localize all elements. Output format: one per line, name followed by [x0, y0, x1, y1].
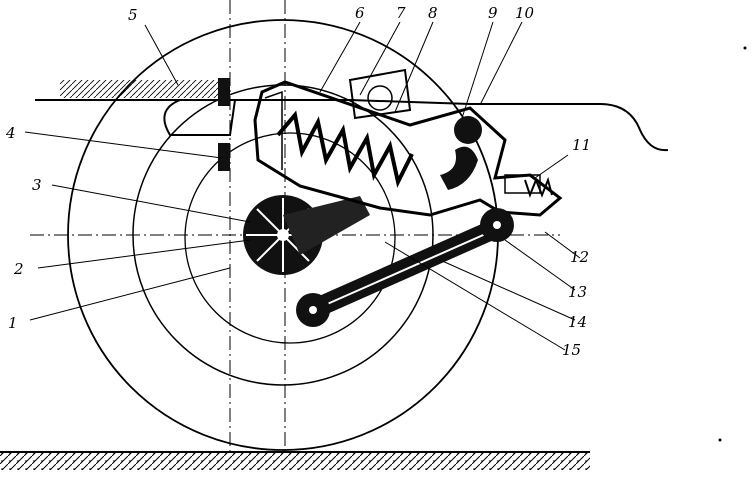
label-6: 6 — [355, 4, 365, 22]
label-10: 10 — [515, 4, 535, 22]
trailing-arm — [283, 196, 370, 255]
strut — [296, 208, 514, 327]
body-floor-line — [35, 80, 669, 152]
leader-lines — [24, 21, 581, 351]
label-5: 5 — [128, 6, 138, 24]
rubber-buffer — [163, 78, 237, 171]
label-9: 9 — [488, 4, 498, 22]
label-14: 14 — [568, 313, 587, 331]
dot-mark — [718, 438, 722, 442]
bump-stop-bracket — [348, 68, 412, 120]
label-1: 1 — [8, 314, 18, 332]
coil-spring — [276, 110, 414, 188]
label-13: 13 — [568, 283, 587, 301]
dot-mark — [743, 46, 747, 50]
cam-lever — [440, 116, 482, 190]
label-15: 15 — [562, 341, 581, 359]
label-4: 4 — [5, 124, 16, 142]
label-8: 8 — [428, 4, 438, 22]
label-7: 7 — [396, 4, 406, 22]
label-3: 3 — [32, 176, 42, 194]
part-labels: 5 4 3 2 1 6 7 8 9 10 11 12 13 14 15 — [5, 4, 591, 359]
ground-surface — [0, 451, 590, 470]
label-2: 2 — [13, 260, 24, 278]
label-11: 11 — [572, 136, 591, 154]
spring-housing — [253, 80, 563, 217]
label-12: 12 — [570, 248, 589, 266]
small-spring — [504, 174, 553, 198]
